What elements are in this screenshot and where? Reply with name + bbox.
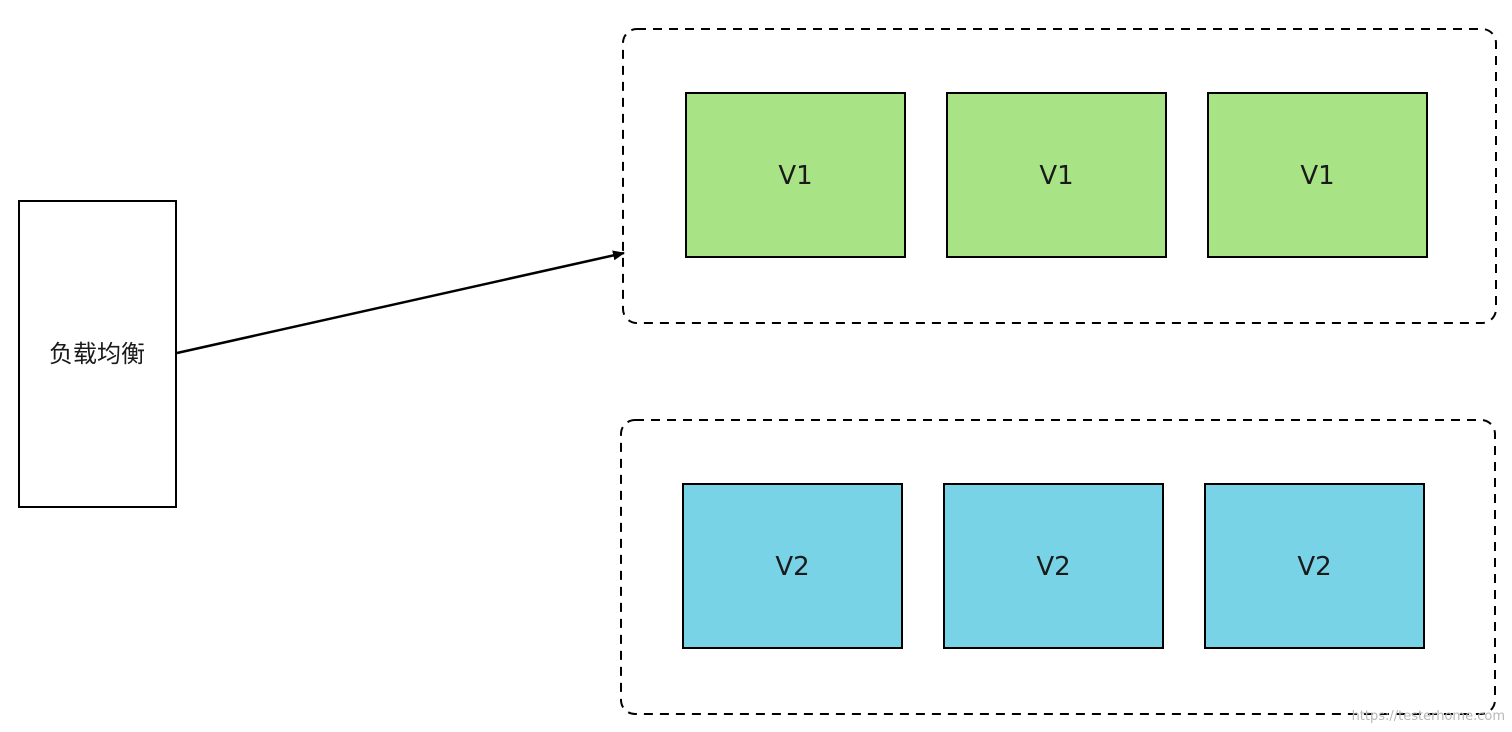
v1-node-label: V1 [778,161,812,191]
load-balancer-box [18,200,177,508]
traffic-arrow [176,250,625,355]
v1-node-box [1207,92,1428,258]
load-balancer: 负载均衡 [18,200,177,508]
load-balancer-label: 负载均衡 [49,340,145,368]
v2-node-label: V2 [775,552,809,582]
v2-node-label: V2 [1297,552,1331,582]
v2-group: V2 V2 V2 [620,419,1496,715]
v1-node-box [946,92,1167,258]
v2-group-container [620,419,1496,715]
v1-node-label: V1 [1300,161,1334,191]
watermark: https://testerhome.com [1352,709,1505,724]
v2-node-box [682,483,903,649]
v2-node-label: V2 [1036,552,1070,582]
watermark-text: https://testerhome.com [1352,709,1505,724]
v2-node-box [943,483,1164,649]
v1-node-label: V1 [1039,161,1073,191]
v1-node-box [685,92,906,258]
v2-node-box [1204,483,1425,649]
v1-group-container [622,28,1497,324]
v1-group: V1 V1 V1 [622,28,1497,324]
